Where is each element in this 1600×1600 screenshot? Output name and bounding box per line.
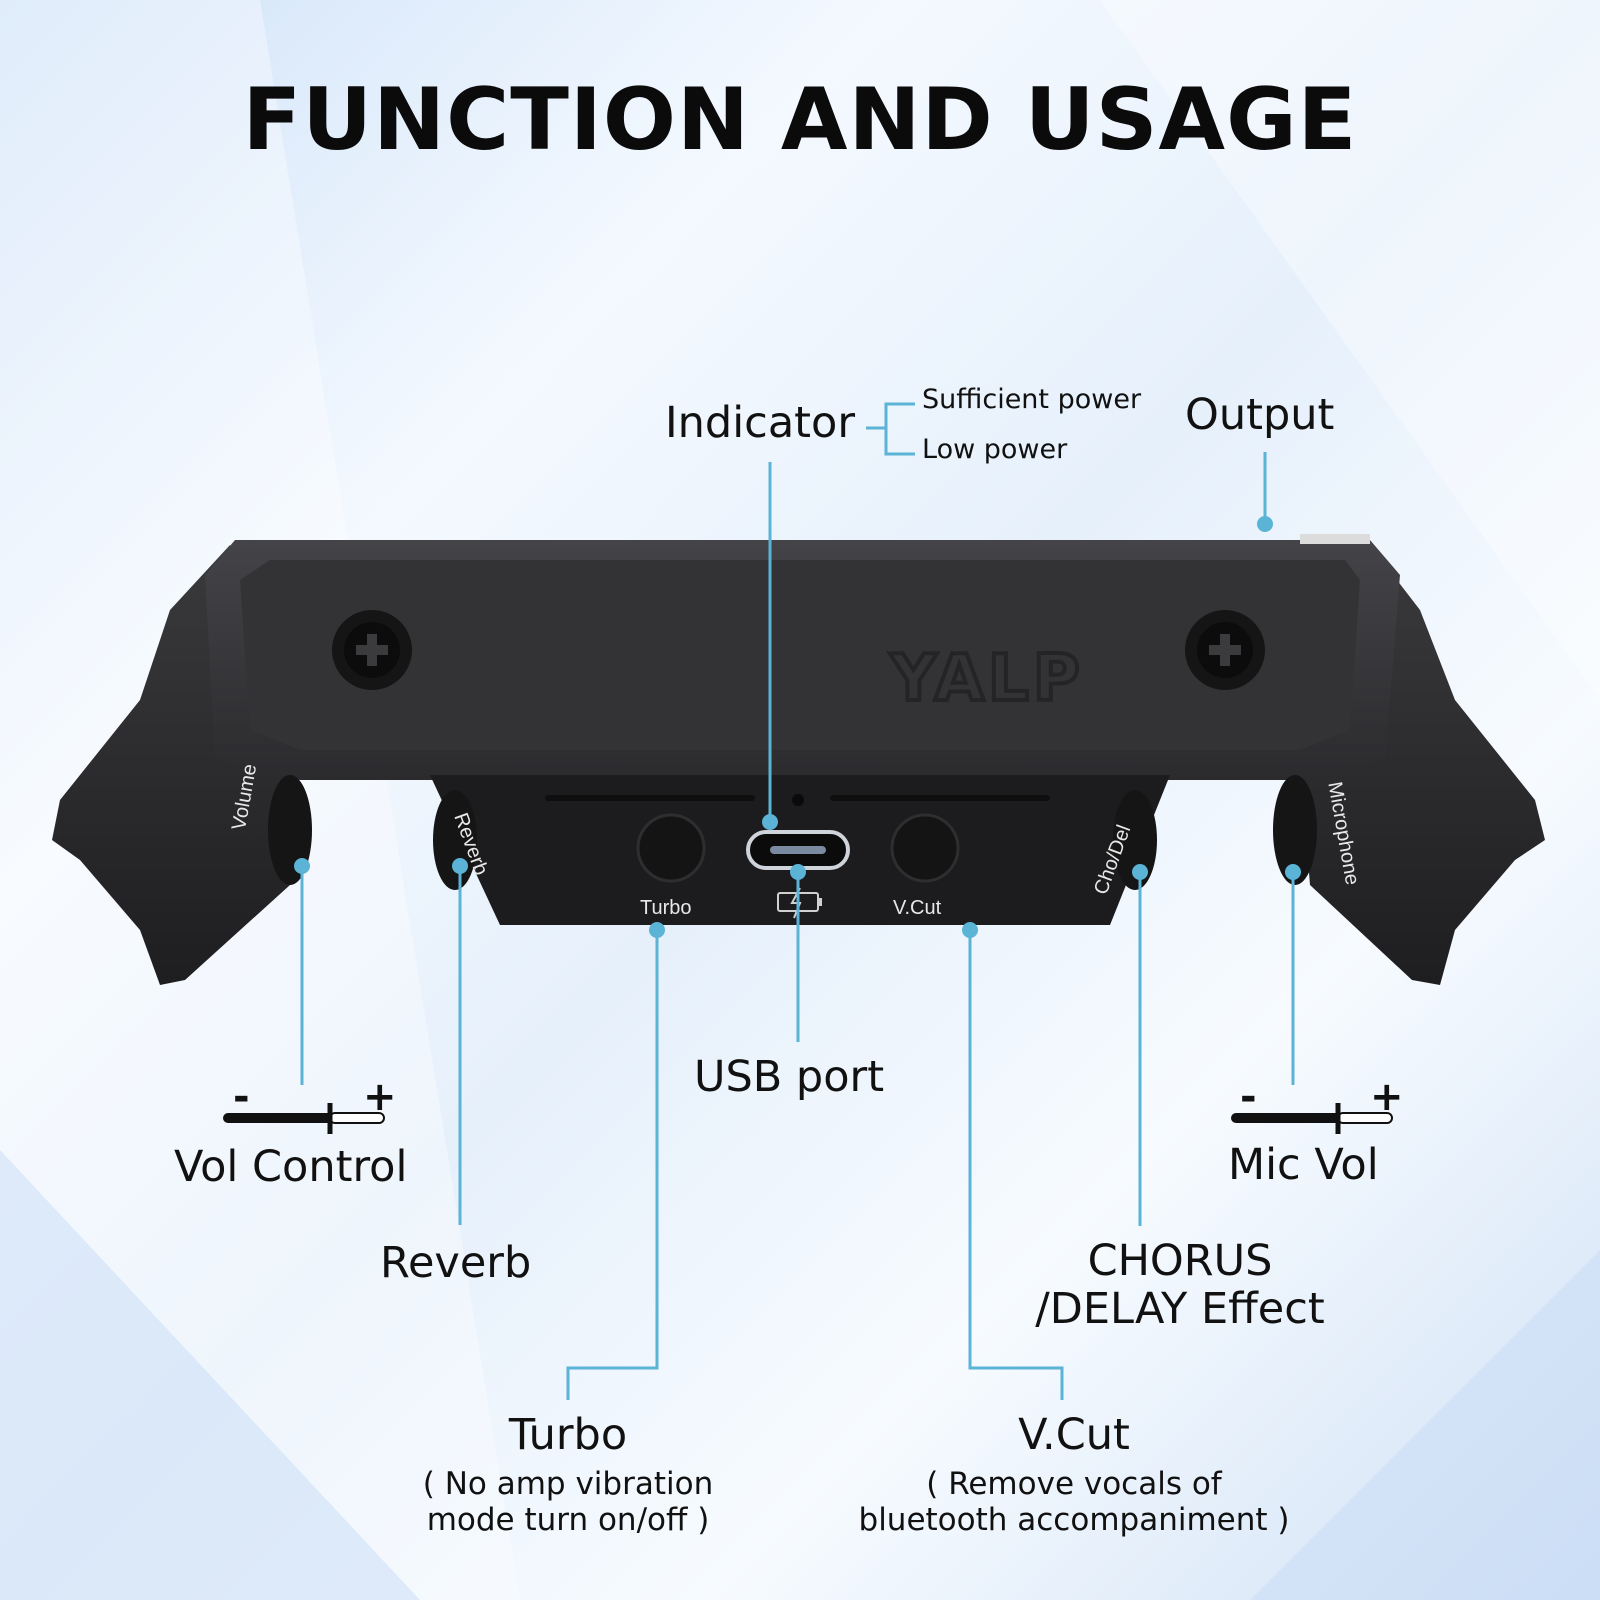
usb-port-label: USB port — [694, 1052, 885, 1102]
screw-right-icon — [1185, 610, 1265, 690]
indicator-state-low: Low power — [922, 434, 1068, 465]
mic-plus: + — [1370, 1074, 1404, 1120]
vcut-desc-line2: bluetooth accompaniment ) — [858, 1502, 1290, 1538]
output-label: Output — [1185, 390, 1335, 440]
indicator-led — [792, 794, 804, 806]
reverb-label: Reverb — [380, 1238, 532, 1288]
turbo-desc-line1: ( No amp vibration — [422, 1466, 714, 1502]
indicator-label: Indicator — [665, 398, 856, 448]
vcut-desc-line1: ( Remove vocals of — [926, 1466, 1222, 1502]
chodel-knob — [1113, 790, 1157, 890]
volume-knob — [268, 775, 312, 885]
page-title: FUNCTION AND USAGE — [242, 70, 1358, 170]
vol-control-label: Vol Control — [174, 1142, 408, 1192]
vcut-label: V.Cut — [1018, 1410, 1130, 1460]
turbo-label: Turbo — [508, 1410, 628, 1460]
mic-vol-label: Mic Vol — [1228, 1140, 1379, 1190]
vol-minus: - — [233, 1074, 250, 1120]
vcut-button — [890, 813, 960, 883]
mic-knob — [1273, 775, 1317, 885]
mic-minus: - — [1240, 1074, 1257, 1120]
turbo-desc-line2: mode turn on/off ) — [426, 1502, 710, 1538]
screw-left-icon — [332, 610, 412, 690]
mic-slider-icon — [1231, 1103, 1393, 1134]
brand-logo: YALP — [889, 642, 1083, 716]
delay-effect-label: /DELAY Effect — [1035, 1284, 1325, 1334]
vcut-button-label: V.Cut — [893, 897, 942, 919]
vol-plus: + — [363, 1074, 397, 1120]
chorus-label: CHORUS — [1087, 1236, 1273, 1286]
indicator-state-sufficient: Sufficient power — [922, 384, 1142, 415]
turbo-button — [636, 813, 706, 883]
vol-slider-icon — [223, 1103, 385, 1134]
turbo-button-label: Turbo — [640, 897, 692, 919]
